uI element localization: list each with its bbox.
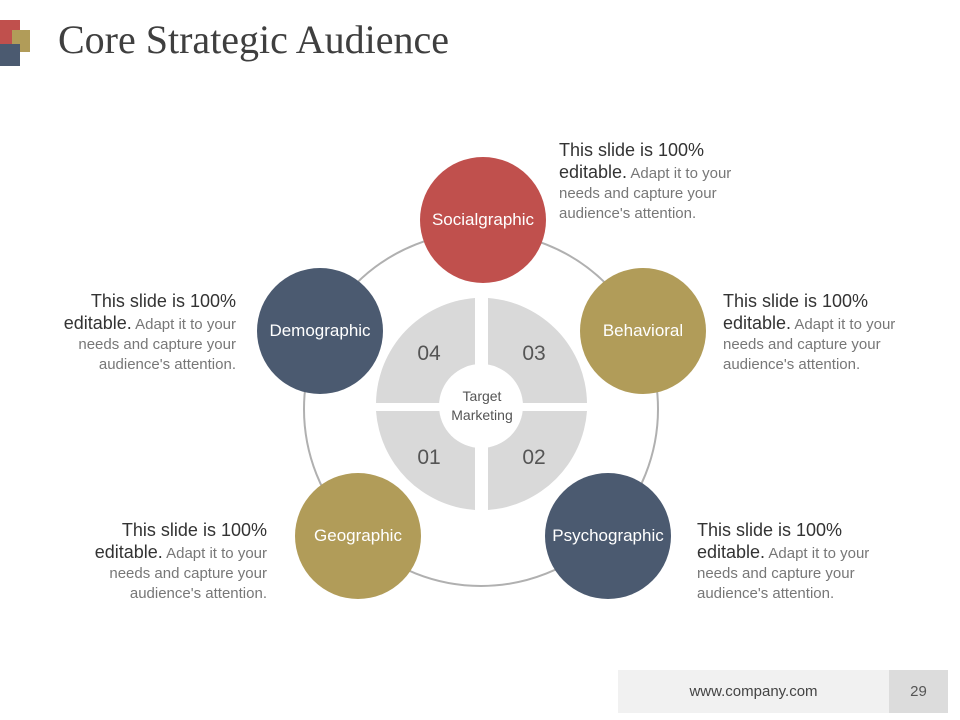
description-body: Adapt it to your needs and capture your … <box>109 545 267 602</box>
behavioral-label: Behavioral <box>602 321 684 340</box>
description-body: Adapt it to your needs and capture your … <box>697 545 870 602</box>
footer-url: www.company.com <box>618 670 889 713</box>
center-label-line1: Target <box>462 388 502 404</box>
psychographic-circle <box>545 473 671 599</box>
demographic-description: This slide is 100% editable. Adapt it to… <box>36 291 236 375</box>
description-body: Adapt it to your needs and capture your … <box>559 165 732 222</box>
center-label: Target Marketing <box>432 387 532 425</box>
description-lead: This slide is 100% editable. <box>559 140 705 182</box>
center-hub <box>439 364 523 448</box>
quadrant-04 <box>376 298 475 403</box>
quadrant-number-01: 01 <box>417 446 441 469</box>
quadrant-03 <box>488 298 587 403</box>
center-quadrants <box>376 298 587 510</box>
geographic-description: This slide is 100% editable. Adapt it to… <box>67 520 267 604</box>
quadrant-number-04: 04 <box>417 342 441 365</box>
description-body: Adapt it to your needs and capture your … <box>78 316 236 373</box>
page-number: 29 <box>889 670 948 713</box>
description-body: Adapt it to your needs and capture your … <box>723 316 896 373</box>
behavioral-description: This slide is 100% editable. Adapt it to… <box>723 291 918 375</box>
description-lead: This slide is 100% editable. <box>723 291 869 333</box>
psychographic-description: This slide is 100% editable. Adapt it to… <box>697 520 897 604</box>
demographic-label: Demographic <box>269 321 371 340</box>
description-lead: This slide is 100% editable. <box>94 520 267 562</box>
psychographic-label: Psychographic <box>552 526 664 545</box>
socialgraphic-label: Socialgraphic <box>431 210 535 229</box>
quadrant-01 <box>376 411 475 510</box>
behavioral-circle <box>580 268 706 394</box>
logo-square-navy <box>0 44 20 66</box>
quadrant-number-03: 03 <box>522 342 546 365</box>
socialgraphic-circle <box>420 157 546 283</box>
quadrant-02 <box>488 411 587 510</box>
geographic-label: Geographic <box>314 526 402 545</box>
demographic-circle <box>257 268 383 394</box>
description-lead: This slide is 100% editable. <box>697 520 843 562</box>
company-logo <box>0 0 40 70</box>
center-label-line2: Marketing <box>451 407 513 423</box>
quadrant-number-02: 02 <box>522 446 546 469</box>
description-lead: This slide is 100% editable. <box>63 291 236 333</box>
geographic-circle <box>295 473 421 599</box>
slide-title: Core Strategic Audience <box>58 17 449 62</box>
socialgraphic-description: This slide is 100% editable. Adapt it to… <box>559 140 759 224</box>
